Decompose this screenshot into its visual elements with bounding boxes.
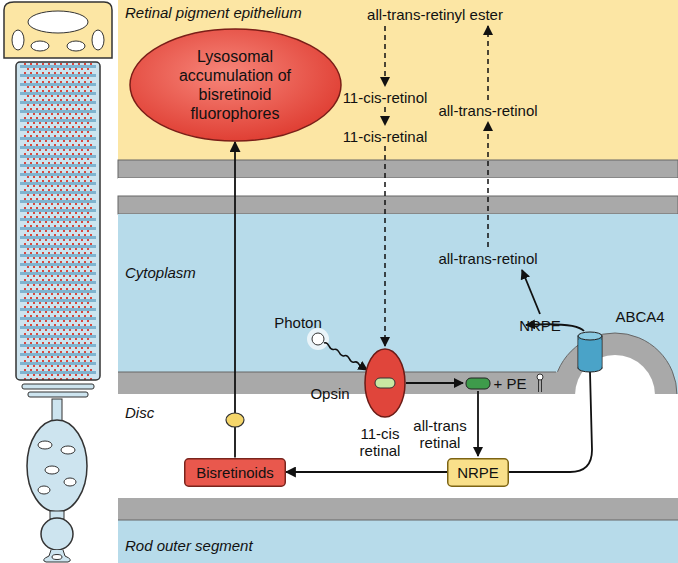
connecting-cilium — [52, 399, 62, 421]
mitochondrion — [38, 441, 52, 449]
lysosome-ellipse: Lysosomal accumulation of bisretinoid fl… — [129, 28, 342, 142]
retinal-alltrans — [466, 378, 490, 389]
label-text: 11-cis retinal — [355, 425, 405, 459]
mitochondrion — [64, 478, 76, 486]
label-text: Opsin — [310, 385, 349, 402]
cycle-arrow — [384, 107, 386, 125]
retinal-11cis — [375, 378, 395, 388]
ellipse-shape — [130, 29, 341, 141]
label-text: NRPE — [519, 317, 561, 334]
mitochondrion — [92, 30, 104, 50]
shed-disc — [22, 384, 94, 389]
cycle-arrow — [384, 146, 386, 346]
photon-wave — [323, 342, 368, 371]
label-text: all-trans-retinol — [438, 102, 537, 119]
mitochondrion — [12, 30, 24, 50]
rect-shape — [448, 458, 509, 486]
membrane — [118, 196, 678, 214]
label-text: Retinal pigment epithelium — [125, 4, 302, 21]
label-text: ABCA4 — [615, 308, 664, 325]
synaptic-terminal — [44, 550, 71, 562]
nrpe-box: NRPE — [447, 458, 509, 487]
photon-glow — [307, 328, 329, 350]
cell-nucleus — [41, 518, 73, 550]
pe-tail — [541, 380, 542, 392]
label-text: 11-cis-retinol — [343, 89, 428, 106]
extracellular-gap — [118, 178, 678, 196]
mitochondrion — [52, 555, 62, 560]
shed-disc — [28, 392, 88, 397]
rect-shape — [185, 458, 286, 486]
flow-arrow — [234, 142, 236, 458]
reaction-arrow — [406, 382, 463, 384]
label-text: + PE — [494, 375, 527, 392]
reaction-arrow — [477, 391, 479, 456]
cytoplasm-ground — [118, 214, 678, 563]
label-text: all-trans-retinol — [438, 250, 537, 267]
membrane-edge — [118, 520, 678, 521]
photon-wave-group — [323, 342, 368, 371]
node-outline — [129, 28, 342, 142]
label-text: all-trans-retinyl ester — [367, 6, 503, 23]
label-text: Rod outer segment — [125, 537, 253, 554]
label-text: 11-cis-retinal — [343, 128, 428, 145]
label-text: Photon — [274, 314, 322, 331]
node-text: Bisretinoids — [196, 463, 274, 482]
release-arrow — [522, 270, 540, 314]
mitochondrion — [31, 41, 49, 51]
node-text: NRPE — [457, 463, 499, 482]
bisretinoid-box: Bisretinoids — [184, 458, 286, 487]
mitochondrion — [38, 486, 50, 494]
mitochondrion — [61, 446, 75, 454]
pe-head — [537, 374, 543, 380]
mitochondrion — [67, 41, 85, 51]
membrane-edge — [118, 372, 556, 373]
membrane — [118, 160, 678, 178]
cycle-arrow — [384, 26, 386, 86]
opsin — [365, 349, 405, 417]
cycle-arrow — [487, 122, 489, 247]
outer-segment — [16, 62, 100, 380]
abca4-fill — [579, 340, 602, 368]
pe-tail — [538, 380, 539, 392]
bisretinoid-particle — [226, 413, 244, 427]
disc-membrane — [118, 498, 678, 520]
inner-segment — [27, 420, 87, 512]
photon — [312, 333, 324, 345]
cycle-arrow — [487, 26, 489, 100]
abca4-body — [578, 336, 602, 368]
flow-arrow — [286, 471, 447, 473]
pe-lipid — [537, 374, 543, 392]
mitochondrion — [45, 466, 59, 474]
rpe-cell — [4, 2, 112, 58]
abca4-top — [578, 332, 602, 340]
rpe-ground — [118, 0, 678, 160]
rpe-nucleus — [28, 11, 88, 33]
label-text: Cytoplasm — [125, 264, 196, 281]
node-text: Lysosomal accumulation of bisretinoid fl… — [160, 47, 310, 123]
label-text: all-trans retinal — [404, 417, 476, 451]
label-text: Disc — [125, 404, 154, 421]
